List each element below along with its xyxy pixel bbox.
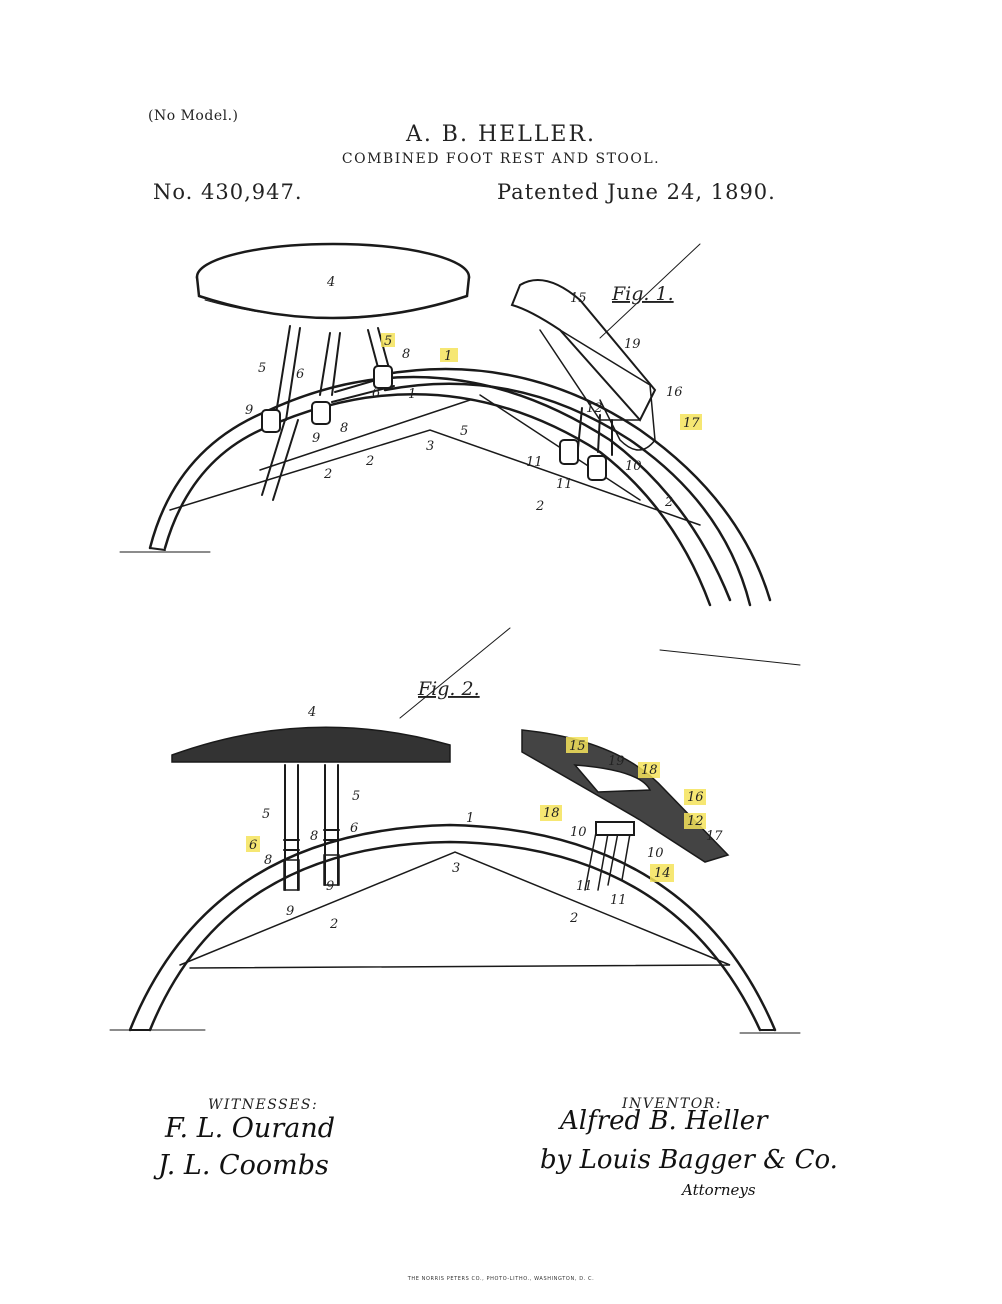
fig1-ref: 15 bbox=[570, 291, 587, 306]
fig1-ref: 5 bbox=[258, 361, 266, 376]
fig1-ref: 12 bbox=[586, 401, 603, 416]
fig2-ref: 15 bbox=[569, 739, 586, 754]
fig2-ref: 5 bbox=[262, 807, 270, 822]
fig2-ref: 10 bbox=[647, 846, 664, 861]
fig2-ref: 10 bbox=[570, 825, 587, 840]
fig1-ref: 4 bbox=[326, 275, 335, 290]
fig1-ref: 1 bbox=[444, 349, 452, 364]
fig1-reference-numbers: 4 5 5 6 6 8 1 1 9 9 8 2 2 3 5 15 19 16 1… bbox=[245, 275, 702, 514]
fig1-ref: 5 bbox=[460, 424, 468, 439]
inventor-name: A. B. HELLER. bbox=[405, 122, 597, 147]
fig2-ref: 4 bbox=[307, 705, 316, 720]
highlight-marker bbox=[638, 762, 660, 778]
fig1-ref: 3 bbox=[426, 439, 434, 454]
fig2-ref: 19 bbox=[608, 754, 625, 769]
fig2-ref: 8 bbox=[310, 829, 318, 844]
patent-date: Patented June 24, 1890. bbox=[497, 180, 776, 204]
inventor-label: INVENTOR: bbox=[622, 1096, 722, 1112]
fig1-ref: 2 bbox=[664, 495, 673, 510]
highlight-marker bbox=[381, 333, 395, 347]
fig1-ref: 17 bbox=[683, 416, 700, 431]
witness-2-signature: J. L. Coombs bbox=[158, 1150, 329, 1181]
fig2-ref: 3 bbox=[452, 861, 460, 876]
fig1-ref: 10 bbox=[625, 459, 642, 474]
patent-title: COMBINED FOOT REST AND STOOL. bbox=[341, 151, 661, 167]
printer-imprint: THE NORRIS PETERS CO., PHOTO-LITHO., WAS… bbox=[407, 1276, 595, 1282]
fig2-ref: 16 bbox=[687, 790, 704, 805]
fig1-ref: 11 bbox=[526, 455, 543, 470]
fig1-ref: 2 bbox=[323, 467, 332, 482]
fig2-ref: 1 bbox=[466, 811, 474, 826]
witnesses-label: WITNESSES: bbox=[208, 1097, 319, 1113]
fig2-label: Fig. 2. bbox=[417, 678, 480, 700]
fig1-ref: 11 bbox=[556, 477, 573, 492]
attorney-signature: by Louis Bagger & Co. bbox=[540, 1145, 838, 1175]
fig2-ref: 18 bbox=[543, 806, 560, 821]
fig2-ref: 12 bbox=[687, 814, 704, 829]
no-model-note: (No Model.) bbox=[148, 108, 239, 124]
fig2-ref: 6 bbox=[249, 838, 257, 853]
fig1-ref: 2 bbox=[535, 499, 544, 514]
fig1-ref: 9 bbox=[245, 403, 253, 418]
fig2-ref: 8 bbox=[264, 853, 272, 868]
figure-2-drawing bbox=[109, 627, 801, 1034]
fig1-ref: 1 bbox=[408, 387, 416, 402]
fig2-ref: 17 bbox=[706, 829, 723, 844]
fig2-ref: 11 bbox=[576, 879, 593, 894]
fig1-ref: 16 bbox=[666, 385, 683, 400]
fig1-ref: 9 bbox=[312, 431, 320, 446]
highlight-marker bbox=[540, 805, 562, 821]
fig2-reference-numbers: 4 5 5 6 8 8 6 9 9 3 2 1 15 19 18 16 18 1… bbox=[246, 705, 723, 932]
fig2-ref: 5 bbox=[352, 789, 360, 804]
fig2-ref: 9 bbox=[286, 904, 294, 919]
fig1-ref: 8 bbox=[402, 347, 410, 362]
highlight-marker bbox=[246, 836, 260, 852]
highlight-marker bbox=[566, 737, 588, 753]
fig2-ref: 9 bbox=[326, 879, 334, 894]
fig1-ref: 5 bbox=[384, 334, 392, 349]
inventor-signature: Alfred B. Heller bbox=[560, 1106, 768, 1136]
highlight-marker bbox=[684, 789, 706, 805]
fig1-ref: 6 bbox=[296, 367, 304, 382]
fig1-ref: 19 bbox=[624, 337, 641, 352]
fig1-label: Fig. 1. bbox=[611, 283, 674, 305]
highlight-marker bbox=[650, 864, 674, 882]
fig2-ref: 2 bbox=[569, 911, 578, 926]
fig2-ref: 11 bbox=[610, 893, 627, 908]
highlight-marker bbox=[440, 348, 458, 362]
highlight-marker bbox=[680, 414, 702, 430]
highlight-marker bbox=[684, 813, 706, 829]
fig2-ref: 2 bbox=[329, 917, 338, 932]
figure-1-drawing bbox=[119, 242, 801, 666]
fig1-ref: 6 bbox=[372, 386, 380, 401]
patent-number: No. 430,947. bbox=[153, 180, 303, 204]
attorney-role: Attorneys bbox=[682, 1181, 756, 1199]
fig2-ref: 6 bbox=[350, 821, 358, 836]
fig2-ref: 14 bbox=[654, 866, 671, 881]
fig1-ref: 2 bbox=[365, 454, 374, 469]
fig1-ref: 8 bbox=[340, 421, 348, 436]
fig2-ref: 18 bbox=[641, 763, 658, 778]
witness-1-signature: F. L. Ourand bbox=[165, 1113, 335, 1144]
